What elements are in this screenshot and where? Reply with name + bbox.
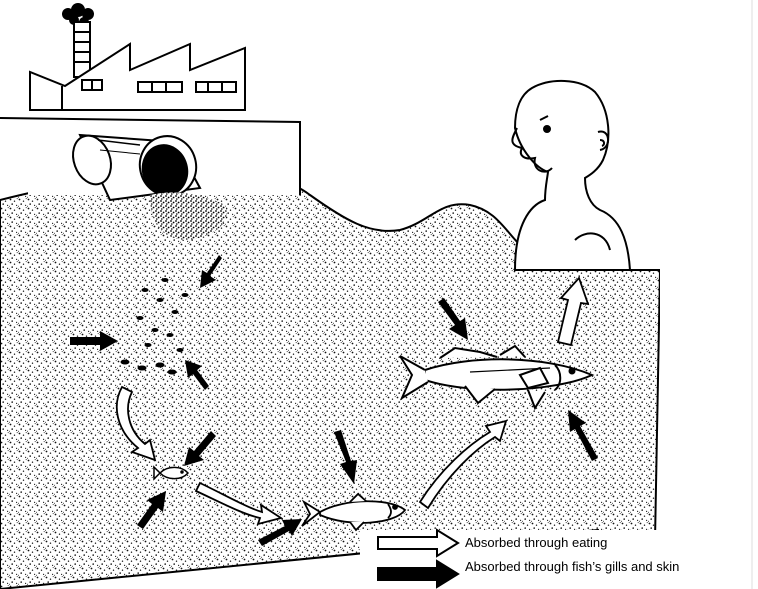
legend-eating-label: Absorbed through eating: [465, 535, 608, 550]
black-arrow: [568, 410, 598, 461]
white-arrow: [556, 276, 590, 347]
legend-black-arrow-icon: [377, 559, 460, 589]
black-arrow: [137, 491, 166, 529]
legend-gills-label: Absorbed through fish’s gills and skin: [465, 559, 680, 574]
legend: [360, 528, 660, 589]
white-arrow: [115, 385, 157, 462]
outflow-pipe-icon: [72, 133, 202, 202]
legend-white-arrow-icon: [377, 528, 460, 558]
white-arrow: [418, 419, 508, 510]
pollution-plume: [150, 192, 227, 240]
factory-windows: [81, 79, 237, 93]
small-fish: [301, 492, 407, 532]
eating-arrows: [115, 276, 590, 526]
plankton-cluster: [120, 278, 189, 375]
black-arrow: [258, 519, 302, 546]
white-arrow: [194, 481, 284, 526]
black-arrow: [184, 431, 216, 466]
tiny-fish: [153, 465, 189, 481]
black-arrow: [334, 430, 357, 484]
gills-arrows: [70, 255, 598, 546]
black-arrow: [438, 298, 468, 340]
black-arrow: [200, 255, 222, 288]
black-arrow: [185, 360, 209, 390]
black-arrow: [70, 331, 118, 351]
large-fish: [399, 344, 595, 411]
person-icon: [511, 79, 632, 271]
